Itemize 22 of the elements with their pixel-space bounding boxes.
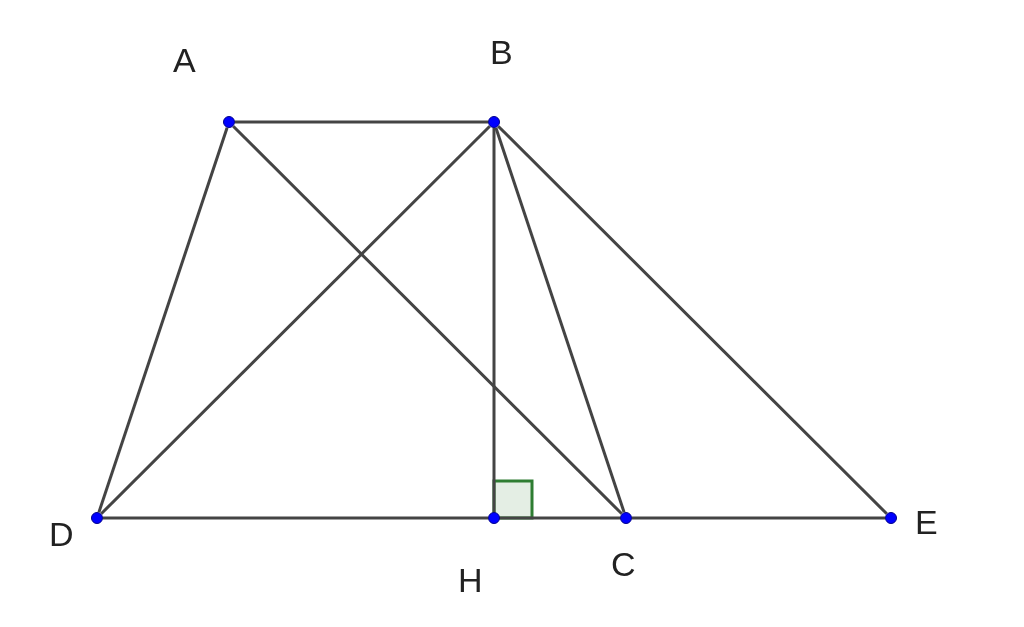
point-dot [488,116,500,128]
line-segment [497,125,888,515]
point-label: A [173,43,196,77]
point-label: D [49,517,74,551]
point-dot [223,116,235,128]
line-segment [632,516,885,520]
line-segment [232,125,623,515]
line-segment [492,128,496,512]
point-dot [620,512,632,524]
point-label: C [611,547,636,581]
line-segment [500,516,620,520]
line-segment [103,516,488,520]
line-segment [235,120,488,124]
point-dot [488,512,500,524]
point-dot [885,512,897,524]
point-label: B [490,35,513,69]
line-segment [97,127,229,513]
line-segment [100,125,491,515]
point-dot [91,512,103,524]
point-label: E [915,505,938,539]
line-segment [494,127,626,513]
point-label: H [458,563,483,597]
